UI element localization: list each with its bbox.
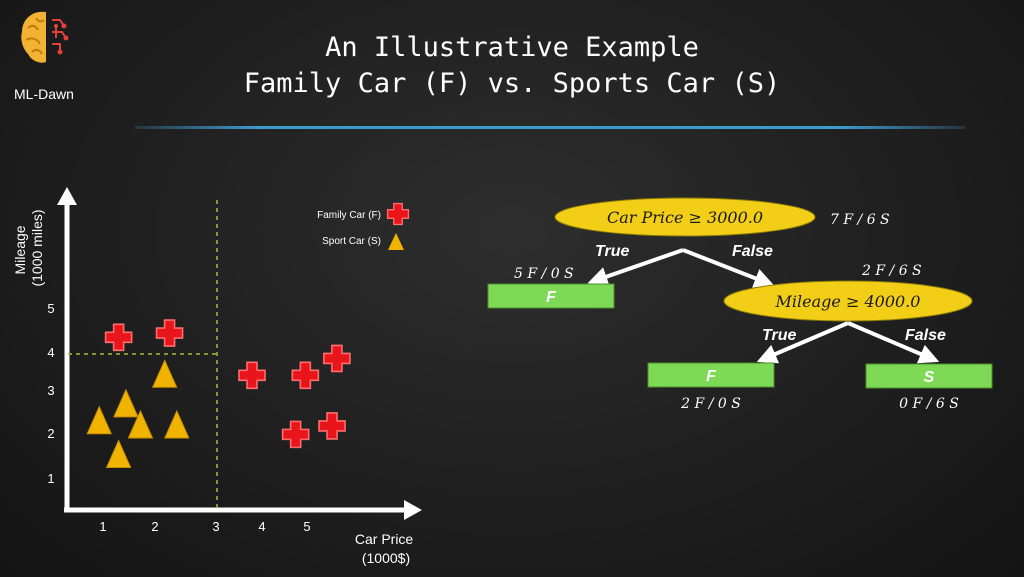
x-tick-label: 4 (258, 519, 265, 534)
legend-label-sport: Sport Car (S) (322, 236, 381, 247)
x-tick-label: 1 (99, 519, 106, 534)
family-car-point (291, 361, 320, 390)
edge-node2-leaf3 (847, 321, 940, 364)
title-line-2: Family Car (F) vs. Sports Car (S) (243, 68, 781, 99)
brain-circuit-icon (21, 11, 73, 63)
title-line-1: An Illustrative Example (325, 32, 699, 63)
scatter-plot: Mileage (1000 miles) Car Price (1000$) 1… (12, 187, 422, 566)
root-node (554, 197, 816, 237)
y-tick-label: 1 (47, 471, 54, 486)
y-axis-label-unit: (1000 miles) (29, 209, 45, 286)
node2-count: 2 F / 6 S (861, 263, 922, 279)
sport-car-point (113, 388, 139, 418)
root-false-label: False (732, 243, 773, 260)
node2 (723, 280, 973, 322)
sport-car-point (151, 359, 178, 388)
x-tick-label: 2 (151, 519, 158, 534)
leaf1-count: 5 F / 0 S (514, 266, 574, 282)
leaf1-node (487, 283, 615, 309)
decision-tree: Car Price ≥ 3000.0 7 F / 6 S True False … (487, 197, 993, 412)
y-tick-label: 3 (47, 383, 54, 398)
logo (14, 6, 86, 68)
family-car-point (155, 319, 184, 347)
sport-car-point (105, 439, 132, 468)
family-car-point (323, 344, 351, 373)
legend: Family Car (F) Sport Car (S) (317, 202, 410, 250)
sport-car-point (164, 409, 190, 439)
y-tick-label: 5 (47, 301, 54, 316)
y-axis-label: Mileage (1000 miles) (12, 209, 45, 286)
family-car-point (104, 323, 133, 352)
leaf2-count: 2 F / 0 S (680, 396, 741, 412)
x-axis-label-unit: (1000$) (362, 550, 410, 566)
y-axis-arrowhead (57, 187, 77, 205)
root-node-count: 7 F / 6 S (830, 212, 890, 228)
leaf3-label: S (924, 369, 935, 386)
node2-expr: Mileage ≥ 4000.0 (775, 292, 921, 311)
root-true-label: True (595, 243, 629, 260)
edge-node2-leaf2 (756, 321, 849, 364)
page-title: An Illustrative Example Family Car (F) v… (0, 30, 1024, 102)
family-car-point (318, 412, 346, 440)
leaf3-node (865, 363, 993, 389)
sport-car-point (127, 409, 154, 439)
leaf2-label: F (706, 368, 717, 385)
x-tick-label: 5 (303, 519, 310, 534)
family-car-point (238, 361, 266, 390)
leaf2-node (647, 362, 775, 388)
y-tick-label: 4 (47, 345, 54, 360)
family-car-point (281, 420, 310, 449)
x-tick-labels: 1 2 3 4 5 (99, 519, 310, 534)
data-points (86, 319, 351, 468)
edge-root-leaf1 (587, 248, 684, 287)
x-axis-arrowhead (404, 500, 422, 520)
leaf3-count: 0 F / 6 S (899, 396, 959, 412)
y-axis-label-name: Mileage (12, 225, 28, 274)
title-underline (135, 126, 965, 129)
node2-true-label: True (762, 327, 796, 344)
sport-car-point (86, 405, 112, 435)
leaf1-label: F (546, 289, 557, 306)
x-tick-label: 3 (212, 519, 219, 534)
edge-root-node2 (682, 248, 775, 288)
legend-marker-family (386, 202, 410, 226)
y-tick-label: 2 (47, 426, 54, 441)
legend-label-family: Family Car (F) (317, 210, 381, 221)
y-tick-labels: 1 2 3 4 5 (47, 301, 54, 486)
root-node-expr: Car Price ≥ 3000.0 (607, 208, 763, 227)
legend-marker-sport (388, 233, 404, 250)
node2-false-label: False (905, 327, 946, 344)
x-axis-label: Car Price (1000$) (355, 531, 417, 566)
brand-name: ML-Dawn (14, 86, 74, 102)
x-axis-label-name: Car Price (355, 531, 414, 547)
